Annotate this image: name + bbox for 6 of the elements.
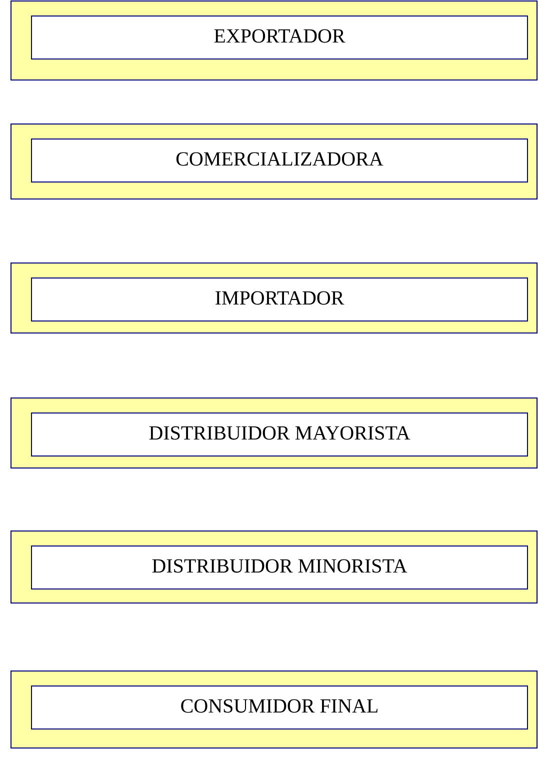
double-frame-box: CONSUMIDOR FINAL <box>10 670 538 748</box>
double-frame-box: DISTRIBUIDOR MINORISTA <box>10 530 538 604</box>
double-frame-box: EXPORTADOR <box>10 0 538 80</box>
double-frame-box: DISTRIBUIDOR MAYORISTA <box>10 398 538 468</box>
double-frame-box: COMERCIALIZADORA <box>10 124 538 200</box>
double-frame-box: IMPORTADOR <box>10 262 538 334</box>
